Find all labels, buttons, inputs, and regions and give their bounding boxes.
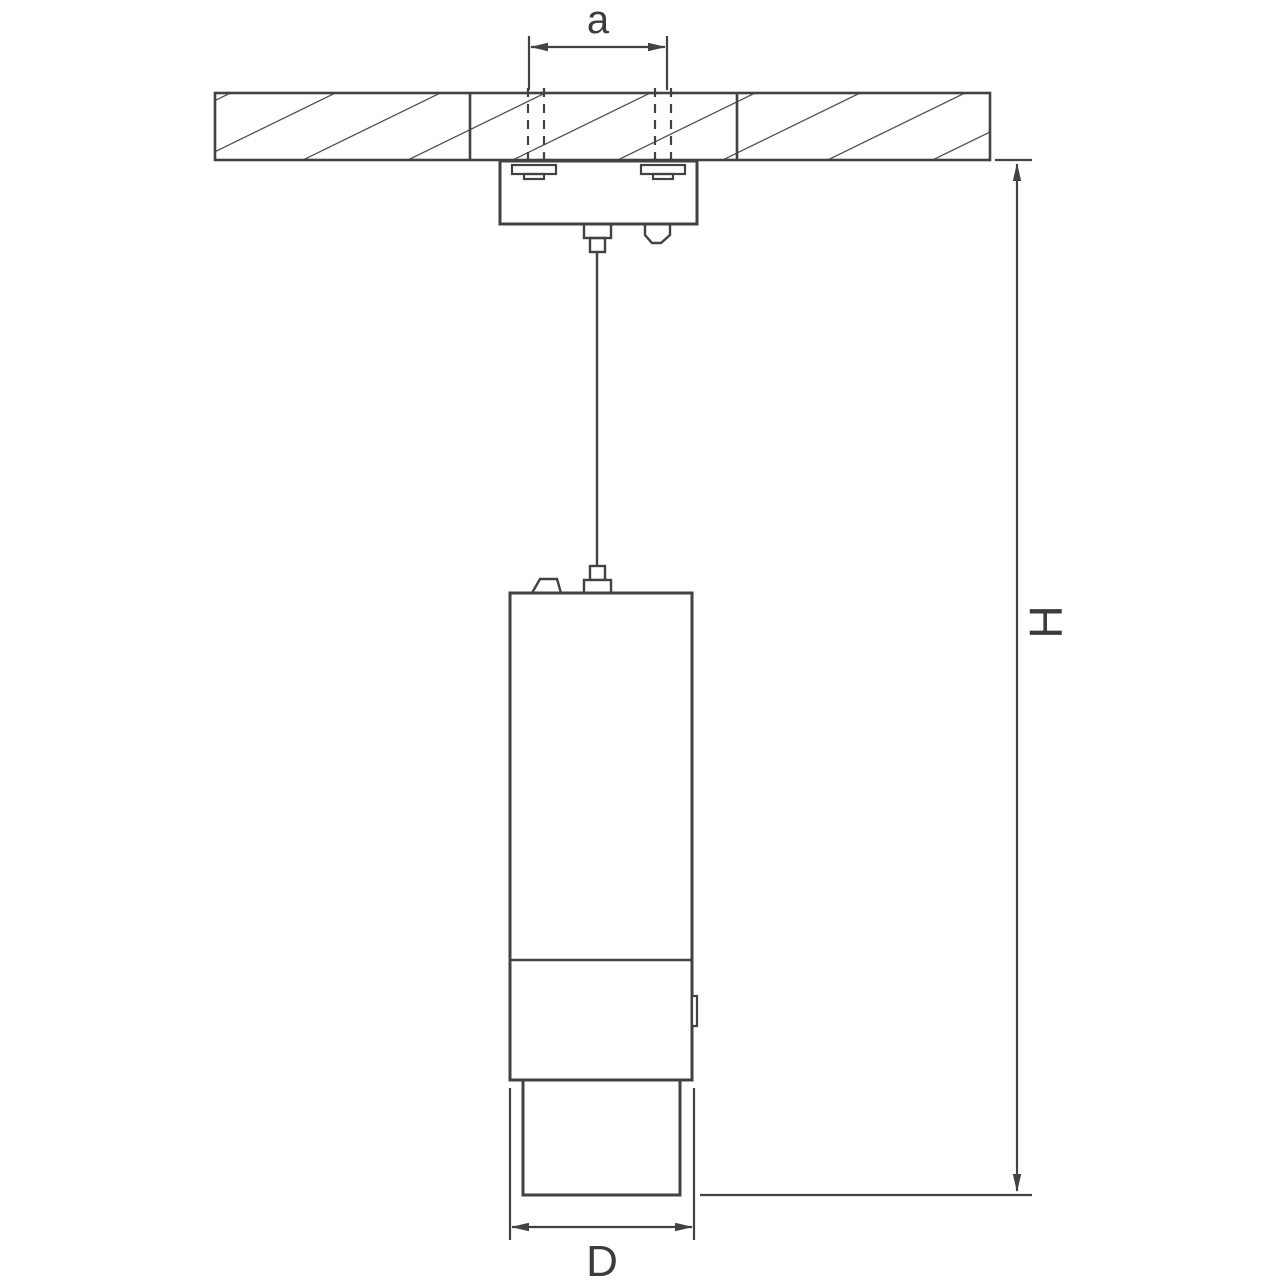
ceiling-section (213, 91, 992, 162)
dimension-h-arrows (1012, 163, 1022, 1192)
screw-shank-dashed-lines (526, 88, 673, 163)
screw-head-left-stem (522, 172, 546, 181)
lamp-body (508, 564, 699, 1197)
lamp-cable-fitting-upper (588, 564, 607, 582)
dimension-a-arrows (530, 42, 666, 52)
canopy-housing (498, 159, 699, 226)
screw-head-right (639, 163, 687, 176)
dimension-a (527, 36, 669, 90)
cable-gland-lower (588, 236, 607, 254)
mounting-screws (510, 88, 687, 181)
screw-head-left (510, 163, 558, 176)
dimension-d-label: D (586, 1237, 618, 1280)
screw-head-right-stem (651, 172, 675, 181)
cable-gland-upper (582, 222, 613, 240)
dimension-d-arrows (511, 1222, 693, 1232)
lamp-cable-fitting-collar (582, 578, 613, 595)
lamp-top-tab (529, 577, 563, 595)
dimension-d (508, 1088, 696, 1240)
ceiling-hatch-band (213, 91, 992, 162)
strain-relief-clip (643, 222, 672, 245)
dimension-h (700, 158, 1032, 1197)
dimension-a-label: a (587, 0, 610, 42)
lamp-main-cylinder (508, 591, 694, 1082)
lamp-side-clip (690, 994, 699, 1028)
lamp-bottom-diffuser (521, 1078, 682, 1197)
dimension-h-label: H (1020, 605, 1072, 638)
